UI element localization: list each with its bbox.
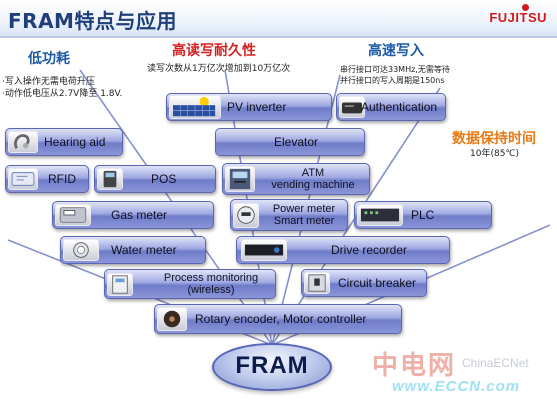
app-process-monitoring-label: Process monitoring (wireless)	[147, 272, 275, 296]
app-pv-inverter: PV inverter	[166, 93, 332, 121]
app-plc-label: PLC	[411, 208, 435, 222]
app-circuit-breaker: Circuit breaker	[301, 269, 427, 297]
process-monitor-icon	[107, 273, 133, 296]
app-process-monitoring-label-line-2: (wireless)	[187, 284, 235, 296]
app-power-meter: Power meter Smart meter	[230, 199, 348, 231]
app-pv-inverter-label: PV inverter	[227, 100, 287, 114]
app-drive-recorder-label: Drive recorder	[331, 243, 408, 257]
circuit-breaker-icon	[304, 272, 330, 294]
app-rotary-encoder-label: Rotary encoder, Motor controller	[195, 312, 367, 326]
feature-endurance-heading: 高读写耐久性	[172, 43, 256, 59]
hearing-aid-icon	[8, 131, 38, 153]
watermark-english: ChinaECNet	[462, 356, 529, 370]
app-elevator-label: Elevator	[274, 135, 319, 149]
slide-title: FRAM特点与应用	[8, 9, 177, 33]
app-rotary-encoder: Rotary encoder, Motor controller	[154, 304, 402, 334]
brand-logo: FUJITSU	[489, 10, 547, 25]
feature-low-power-line-2: ·动作低电压从2.7V降至 1.8V.	[2, 89, 123, 99]
solar-panel-icon	[169, 95, 221, 119]
rotary-encoder-icon	[157, 307, 187, 331]
feature-fast-write-line-2: 并行接口的写入周期是150ns	[340, 76, 445, 85]
water-meter-icon	[63, 239, 99, 261]
app-power-meter-label-line-1: Power meter	[272, 203, 336, 215]
app-hearing-aid: Hearing aid	[5, 128, 123, 156]
drive-recorder-icon	[241, 239, 287, 261]
feature-fast-write-line-1: 串行接口可达33MHz,无需等待	[340, 65, 450, 74]
power-meter-icon	[233, 203, 259, 228]
app-power-meter-label-line-2: Smart meter	[273, 215, 335, 227]
app-rfid-label: RFID	[48, 172, 76, 186]
title-bar: FRAM特点与应用 FUJITSU	[0, 0, 557, 38]
fram-center-label: FRAM	[235, 352, 309, 379]
app-pos: POS	[94, 165, 216, 193]
app-water-meter-label: Water meter	[111, 243, 177, 257]
app-hearing-aid-label: Hearing aid	[44, 135, 106, 149]
app-authentication: Authentication	[336, 93, 446, 121]
pos-terminal-icon	[97, 168, 123, 190]
watermark-url: www.ECCN.com	[392, 378, 521, 395]
feature-low-power-heading: 低功耗	[28, 51, 70, 67]
feature-fast-write-heading: 高速写入	[368, 43, 424, 59]
app-pos-label: POS	[151, 172, 177, 186]
fram-center-ellipse: FRAM	[212, 343, 332, 391]
feature-low-power-line-1: ·写入操作无需电荷升压	[2, 77, 95, 87]
app-atm: ATM vending machine	[222, 163, 370, 195]
feature-retention-heading: 数据保持时间	[452, 131, 536, 147]
plc-module-icon	[357, 204, 403, 226]
rfid-card-icon	[8, 168, 38, 190]
app-rfid: RFID	[5, 165, 89, 193]
app-atm-label-line-2: vending machine	[271, 179, 355, 191]
app-gas-meter: Gas meter	[52, 201, 214, 229]
app-circuit-breaker-label: Circuit breaker	[338, 276, 417, 290]
app-gas-meter-label: Gas meter	[111, 208, 168, 222]
app-process-monitoring-label-line-1: Process monitoring	[163, 272, 259, 284]
feature-retention-line: 10年(85℃)	[470, 149, 520, 159]
app-elevator: Elevator	[215, 128, 365, 156]
gas-meter-icon	[55, 204, 91, 226]
feature-endurance-line: 读写次数从1万亿次增加到10万亿次	[147, 64, 291, 74]
app-plc: PLC	[354, 201, 492, 229]
app-drive-recorder: Drive recorder	[236, 236, 450, 264]
app-water-meter: Water meter	[60, 236, 206, 264]
app-atm-label-line-1: ATM	[301, 167, 325, 179]
app-authentication-label: Authentication	[361, 100, 438, 114]
app-atm-label: ATM vending machine	[263, 167, 363, 191]
app-process-monitoring: Process monitoring (wireless)	[104, 269, 276, 299]
brand-logo-dot	[522, 4, 529, 11]
card-reader-icon	[339, 96, 365, 118]
watermark-chinese: 中电网	[372, 351, 457, 381]
atm-machine-icon	[225, 166, 255, 192]
app-power-meter-label: Power meter Smart meter	[261, 203, 347, 227]
